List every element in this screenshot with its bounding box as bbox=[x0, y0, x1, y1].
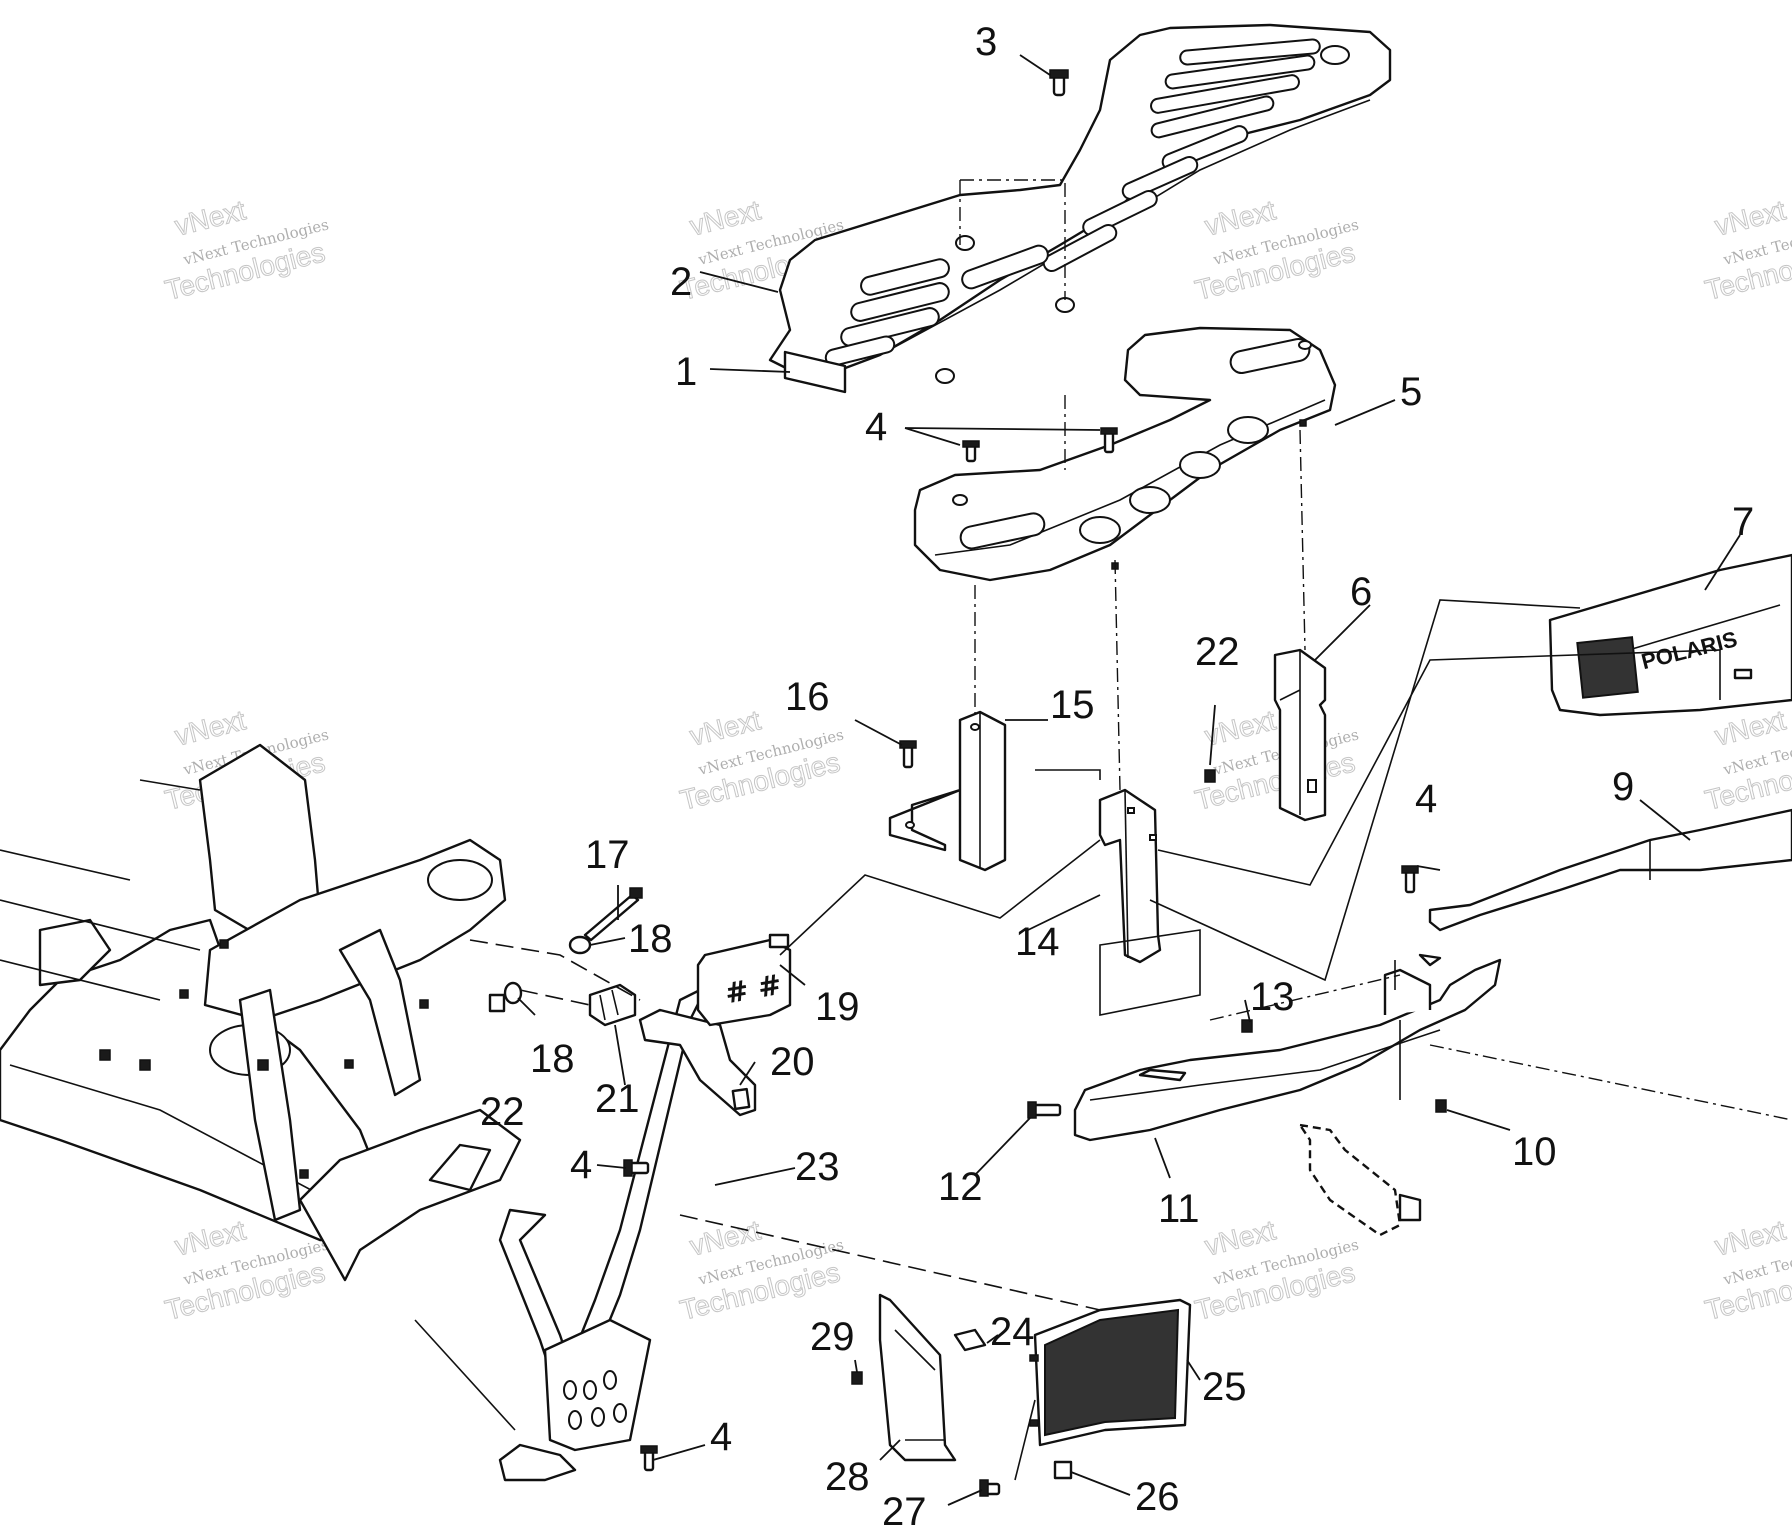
callout-4-mid: 4 bbox=[570, 1143, 592, 1187]
svg-text:vNext: vNext bbox=[687, 704, 764, 751]
callout-4-rack: 4 bbox=[865, 405, 887, 449]
callout-21: 21 bbox=[595, 1077, 640, 1121]
callout-28: 28 bbox=[825, 1455, 870, 1499]
callout-5: 5 bbox=[1400, 370, 1422, 414]
front-rack bbox=[768, 23, 1392, 394]
callout-4-bottom: 4 bbox=[710, 1415, 732, 1459]
callout-9: 9 bbox=[1612, 765, 1634, 809]
svg-text:vNext: vNext bbox=[172, 194, 249, 241]
callout-2: 2 bbox=[670, 260, 692, 304]
bracket-right bbox=[1273, 648, 1327, 822]
callout-29: 29 bbox=[810, 1315, 855, 1359]
bracket-left bbox=[888, 710, 1007, 872]
svg-text:vNext: vNext bbox=[172, 704, 249, 751]
callout-23: 23 bbox=[795, 1145, 840, 1189]
callout-25: 25 bbox=[1202, 1365, 1247, 1409]
rack-base-plate bbox=[913, 326, 1337, 582]
callout-4-right: 4 bbox=[1415, 777, 1437, 821]
callout-16: 16 bbox=[785, 675, 830, 719]
brush-guard bbox=[498, 988, 702, 1482]
callout-22-left: 22 bbox=[480, 1090, 525, 1134]
svg-text:vNext: vNext bbox=[1202, 194, 1279, 241]
rack-bolts bbox=[962, 427, 1118, 463]
callout-14: 14 bbox=[1015, 920, 1060, 964]
svg-text:vNext: vNext bbox=[1712, 1214, 1789, 1261]
svg-text:vNext: vNext bbox=[1202, 1214, 1279, 1261]
leader-lines bbox=[517, 54, 1741, 1506]
callout-15: 15 bbox=[1050, 683, 1095, 727]
svg-text:vNext: vNext bbox=[687, 194, 764, 241]
callout-6: 6 bbox=[1350, 570, 1372, 614]
callout-18-bottom: 18 bbox=[530, 1037, 575, 1081]
callout-18-top: 18 bbox=[628, 917, 673, 961]
callout-10: 10 bbox=[1512, 1130, 1557, 1174]
light: # # bbox=[696, 933, 792, 1027]
radiator-screen bbox=[1029, 1298, 1192, 1447]
grille: POLARIS bbox=[1548, 553, 1792, 717]
callout-11: 11 bbox=[1158, 1187, 1200, 1231]
callout-22-right: 22 bbox=[1195, 630, 1240, 674]
reflector bbox=[783, 350, 847, 394]
svg-text:vNext: vNext bbox=[1712, 704, 1789, 751]
callout-1: 1 bbox=[675, 350, 697, 394]
callout-24: 24 bbox=[990, 1310, 1035, 1354]
callout-26: 26 bbox=[1135, 1475, 1180, 1519]
svg-text:vNext: vNext bbox=[1712, 194, 1789, 241]
callout-7: 7 bbox=[1732, 500, 1754, 544]
svg-text:vNext: vNext bbox=[172, 1214, 249, 1261]
callout-19: 19 bbox=[815, 985, 860, 1029]
svg-text:vNext: vNext bbox=[687, 1214, 764, 1261]
deflector bbox=[878, 1293, 957, 1462]
bracket-mid bbox=[1098, 788, 1201, 1016]
support-arm bbox=[638, 1008, 757, 1117]
callout-17: 17 bbox=[585, 833, 630, 877]
callout-12: 12 bbox=[938, 1165, 983, 1209]
assembly-lines bbox=[414, 179, 1792, 1481]
front-mount-bracket bbox=[1073, 953, 1502, 1237]
rack-screw bbox=[1049, 69, 1069, 97]
clip bbox=[953, 1328, 987, 1352]
callout-13: 13 bbox=[1250, 975, 1295, 1019]
spacer bbox=[588, 983, 637, 1027]
callouts: 1 2 3 4 5 6 7 9 4 10 11 12 13 14 15 16 2… bbox=[480, 20, 1754, 1534]
chassis-frame bbox=[0, 743, 522, 1282]
callout-27: 27 bbox=[882, 1490, 927, 1534]
callout-20: 20 bbox=[770, 1040, 815, 1084]
callout-3: 3 bbox=[975, 20, 997, 64]
bumper-bar bbox=[1428, 808, 1792, 932]
